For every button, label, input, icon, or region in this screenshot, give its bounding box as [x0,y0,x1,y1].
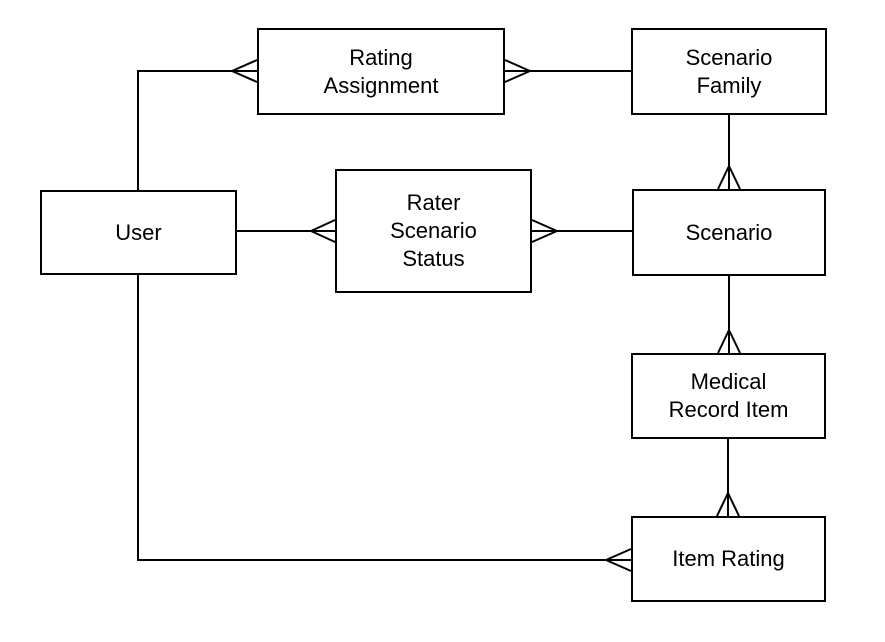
crowsfoot-rating-assignment-left-icon [231,59,258,83]
entity-scenario-family-label: Scenario Family [685,44,773,98]
entity-medical-record-item: Medical Record Item [631,353,826,439]
entity-item-rating-label: Item Rating [672,546,785,572]
crowsfoot-rater-scenario-status-left-icon [310,219,336,243]
entity-medical-record-item-label: Medical Record Item [668,369,789,422]
connector-user-item-rating [137,275,631,561]
entity-rating-assignment: Rating Assignment [257,28,505,115]
crowsfoot-item-rating-top-icon [716,492,740,517]
entity-rating-assignment-label: Rating Assignment [323,44,439,98]
entity-scenario-family: Scenario Family [631,28,827,115]
entity-item-rating: Item Rating [631,516,826,602]
crowsfoot-item-rating-left-icon [605,548,632,572]
entity-rater-scenario-status-label: Rater Scenario Status [390,190,477,271]
entity-scenario: Scenario [632,189,826,276]
crowsfoot-scenario-top-icon [717,165,741,190]
entity-scenario-label: Scenario [685,219,773,245]
entity-user-label: User [115,219,162,245]
crowsfoot-rating-assignment-right-icon [504,59,531,83]
crowsfoot-rater-scenario-status-right-icon [531,219,558,243]
entity-rater-scenario-status: Rater Scenario Status [335,169,532,293]
connector-user-rating-assignment [137,70,257,190]
crowsfoot-medical-record-item-top-icon [717,329,741,354]
entity-user: User [40,190,237,275]
